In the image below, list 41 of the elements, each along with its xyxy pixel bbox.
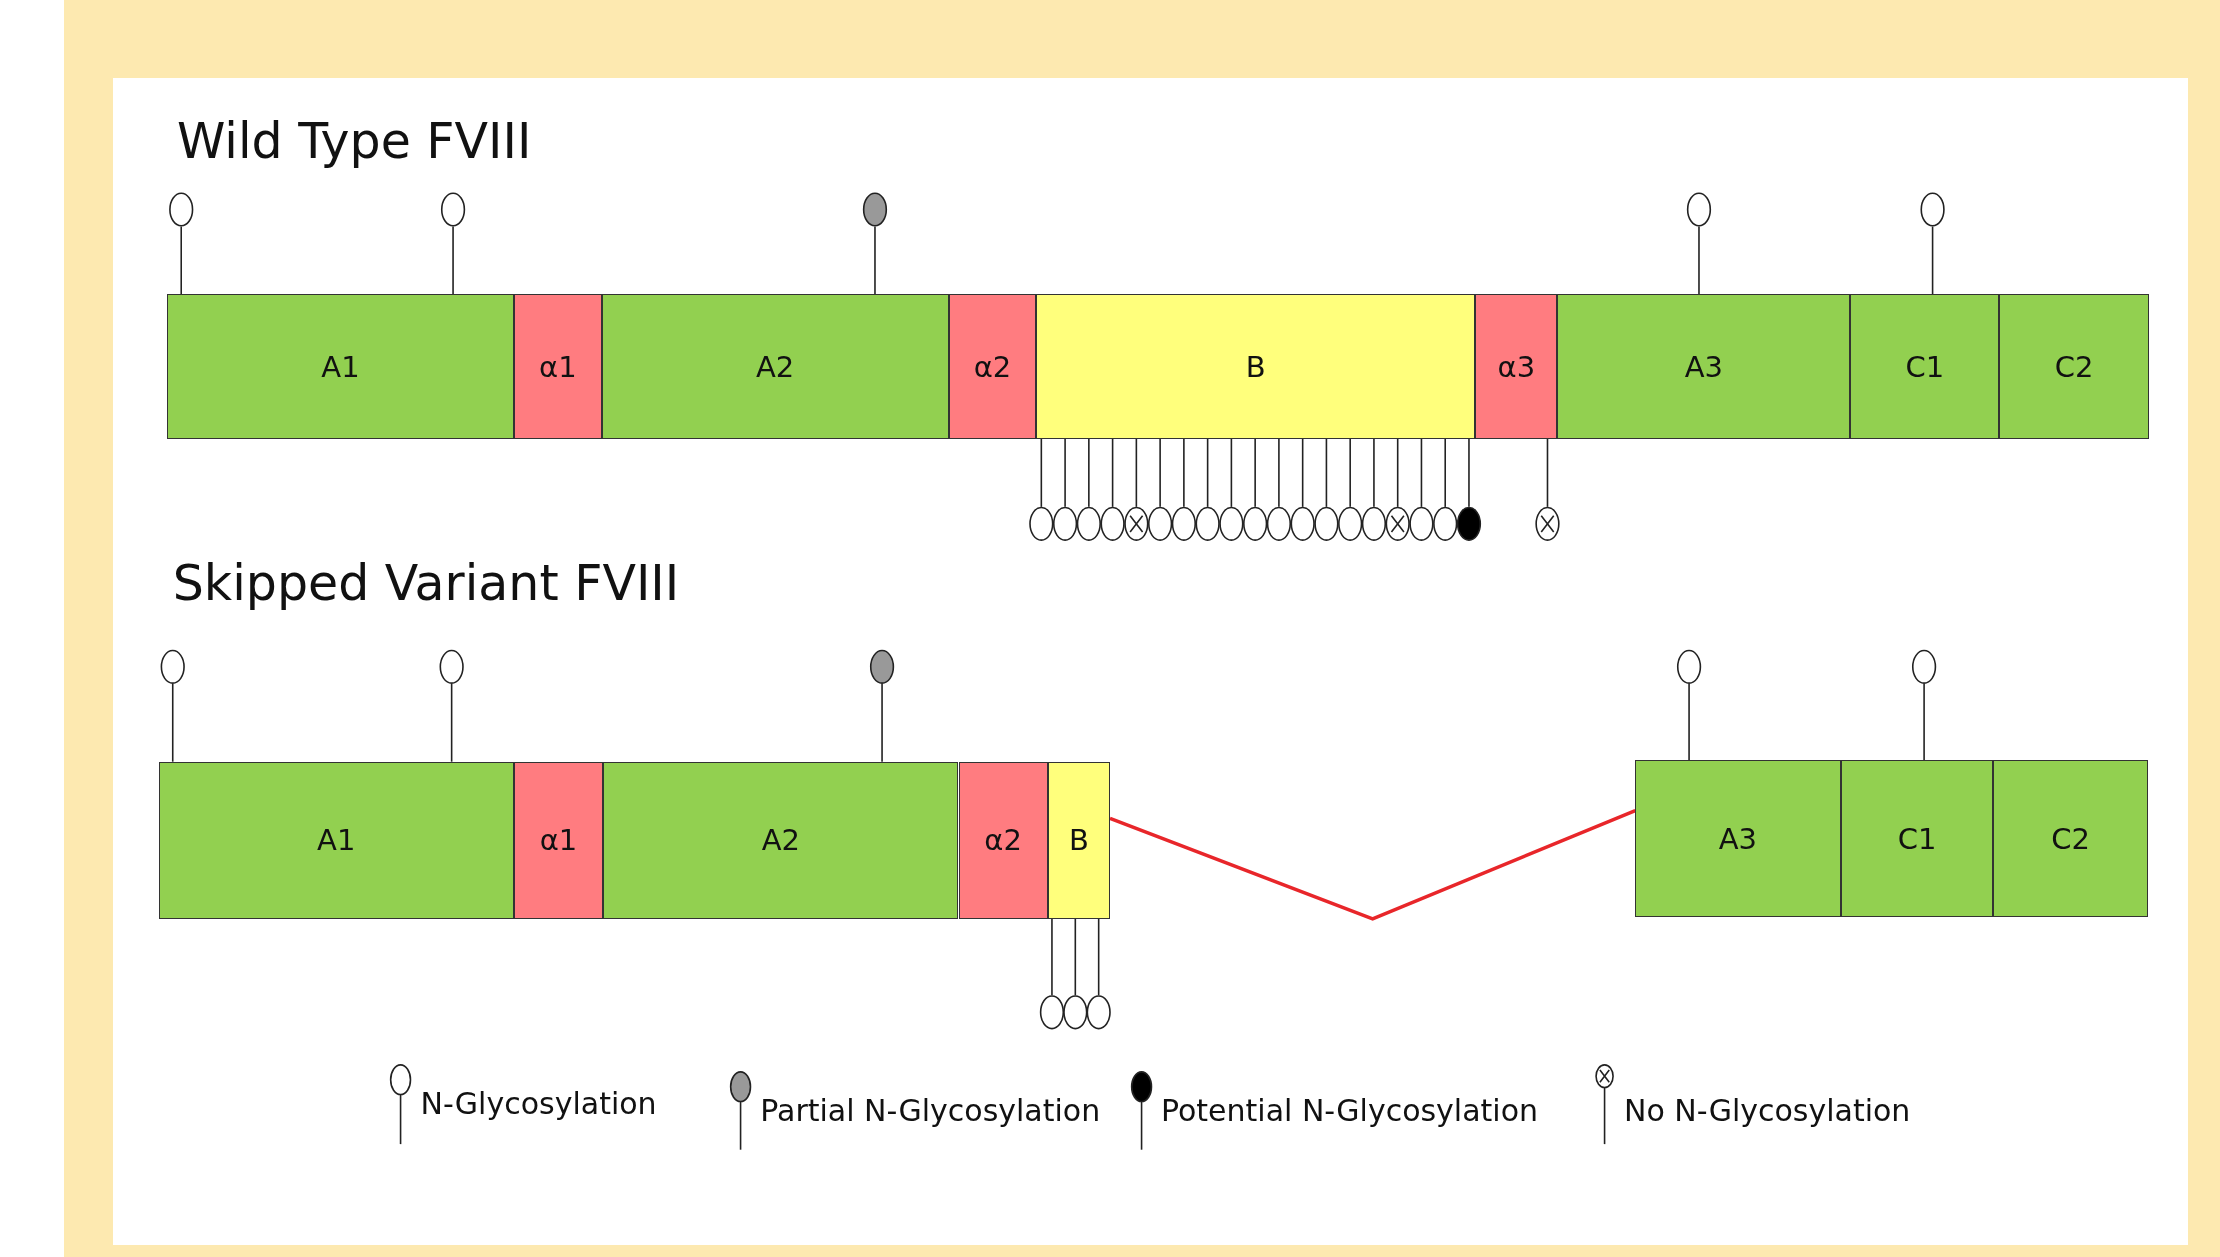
domain-box: [1475, 294, 1558, 439]
section-heading: Skipped Variant FVIII: [172, 555, 680, 612]
domain-label: B: [1068, 823, 1089, 858]
legend-label: No N-Glycosylation: [1623, 1093, 1911, 1128]
domain-label: C1: [1905, 349, 1945, 384]
domain-box: [601, 294, 949, 439]
domain-box: [1635, 760, 1841, 918]
domain-label: α1: [539, 349, 577, 384]
domain-label: A1: [317, 823, 356, 858]
domain-box: [1850, 294, 2000, 439]
domain-box: [1557, 294, 1851, 439]
legend-label: N-Glycosylation: [420, 1085, 657, 1121]
domain-label: α2: [973, 349, 1012, 384]
domain-label: C2: [2051, 821, 2090, 856]
domain-box: [158, 761, 514, 919]
domain-box: [1993, 760, 2148, 918]
domain-label: A3: [1718, 821, 1758, 856]
legend-label: Potential N-Glycosylation: [1160, 1093, 1539, 1128]
domain-label: C2: [2054, 349, 2094, 384]
domain-label: α1: [539, 823, 578, 858]
domain-box: [1047, 761, 1110, 919]
splice-connector: [1109, 808, 1636, 921]
domain-box: [1840, 760, 1994, 918]
domain-box: [958, 761, 1048, 919]
domain-label: C1: [1897, 821, 1937, 856]
domain-box: [948, 294, 1037, 439]
domain-label: α3: [1497, 349, 1536, 384]
domain-box: [513, 761, 604, 919]
legend-label: Partial N-Glycosylation: [760, 1093, 1101, 1128]
domain-box: [1036, 294, 1476, 439]
domain-label: A3: [1684, 349, 1724, 384]
domain-box: [167, 294, 514, 439]
domain-label: A1: [321, 349, 360, 384]
domain-box: [603, 761, 959, 919]
domain-label: A2: [756, 349, 795, 384]
domain-box: [1999, 294, 2150, 439]
domain-box: [513, 294, 602, 439]
domain-label: α2: [984, 823, 1022, 858]
domain-label: B: [1245, 349, 1266, 384]
domain-label: A2: [761, 823, 800, 858]
section-heading: Wild Type FVIII: [176, 113, 532, 171]
